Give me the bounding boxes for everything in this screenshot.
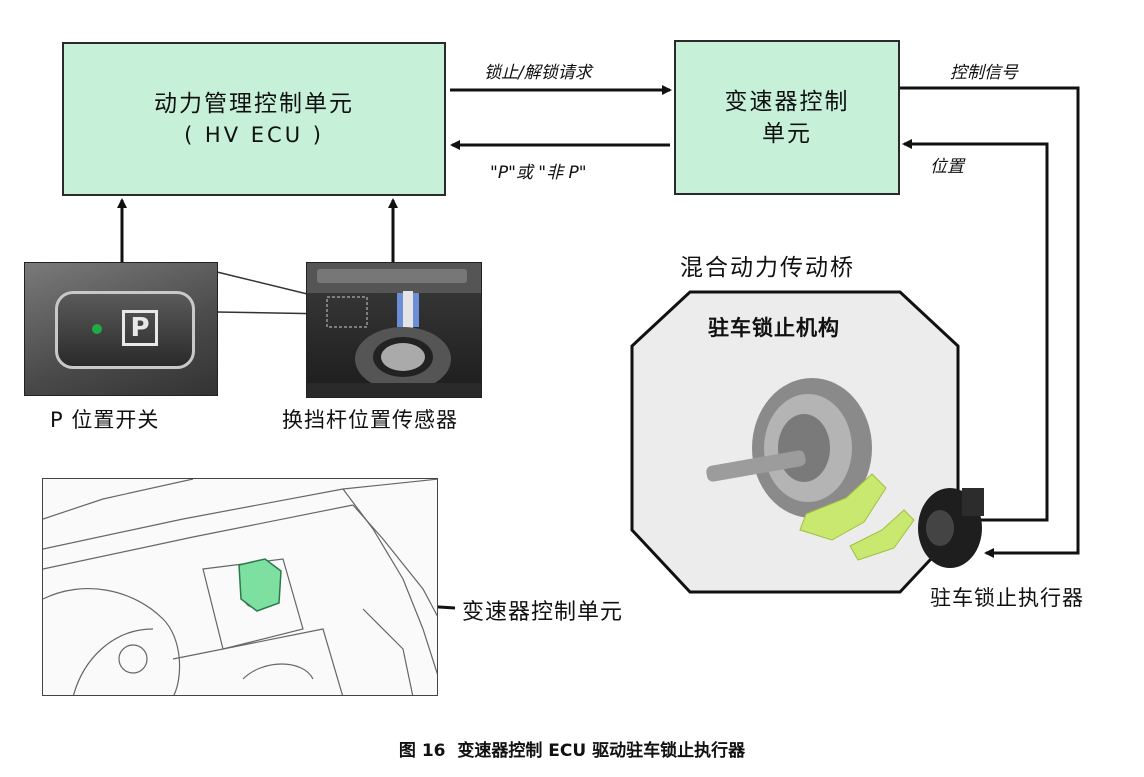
shift-sensor-photo: [306, 262, 482, 398]
dashboard-ecu-label: 变速器控制单元: [462, 600, 624, 625]
figure-caption: 图 16 变速器控制 ECU 驱动驻车锁止执行器: [398, 741, 746, 761]
parking-lock-actuator-label: 驻车锁止执行器: [930, 586, 1084, 610]
transmission-ecu-title-line2: 单元: [762, 120, 812, 147]
p-switch-glyph: P: [122, 310, 158, 346]
p-switch-photo: P: [24, 262, 218, 396]
p-switch-led: [92, 324, 102, 334]
dashboard-illustration: [42, 478, 438, 696]
shift-lever-illustration: [307, 263, 481, 397]
transmission-ecu-box: 变速器控制 单元: [674, 40, 900, 195]
dashboard-line-art: [43, 479, 437, 695]
hv-ecu-box: 动力管理控制单元 ( HV ECU ): [62, 42, 446, 196]
shift-sensor-label: 换挡杆位置传感器: [282, 408, 458, 432]
position-label: 位置: [930, 157, 964, 177]
p-switch-label: P 位置开关: [50, 408, 160, 432]
parking-lock-mechanism-label: 驻车锁止机构: [708, 316, 840, 340]
control-signal-label: 控制信号: [950, 63, 1018, 83]
position-feedback-line: [902, 139, 1049, 522]
control-signal-line: [900, 86, 1080, 558]
lock-request-label: 锁止/解锁请求: [484, 63, 592, 83]
hybrid-transaxle-title: 混合动力传动桥: [680, 255, 855, 281]
hv-ecu-title: 动力管理控制单元: [154, 91, 354, 117]
hv-ecu-subtitle: ( HV ECU ): [184, 123, 324, 147]
p-status-label: "P"或 "非 P": [490, 163, 587, 183]
transmission-ecu-title: 变速器控制: [724, 88, 850, 115]
p-switch-button: P: [55, 291, 195, 369]
